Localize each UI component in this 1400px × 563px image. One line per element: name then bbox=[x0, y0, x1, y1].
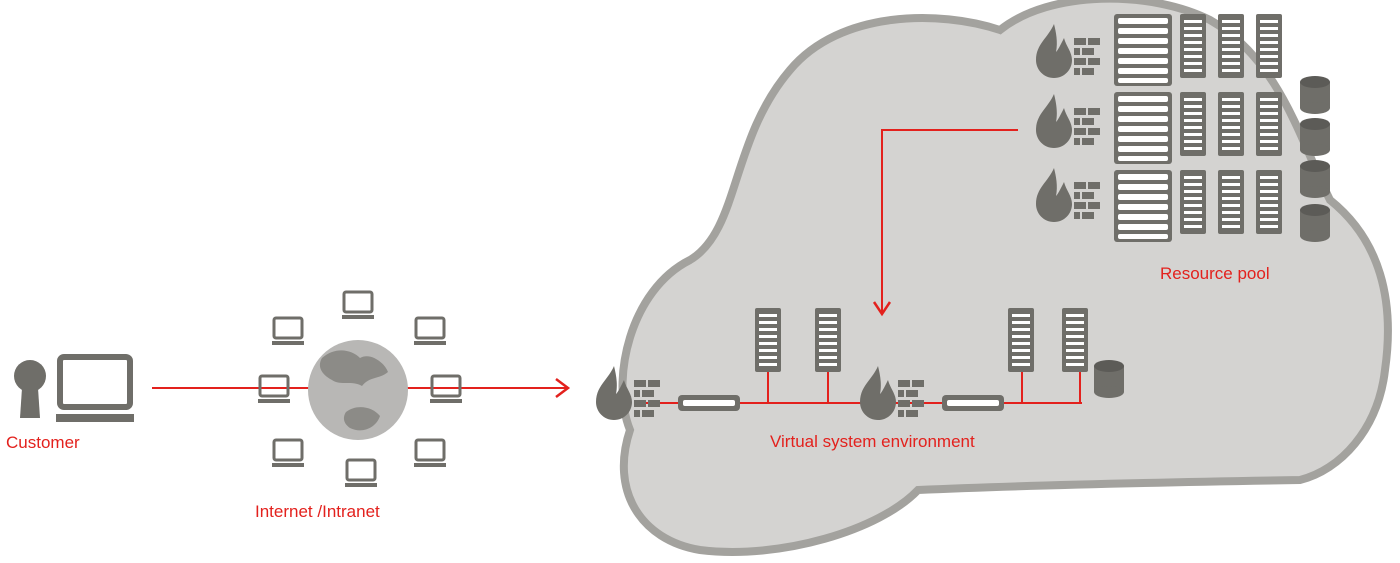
server-icon bbox=[1218, 14, 1244, 78]
database-icon bbox=[1300, 118, 1330, 156]
database-icon bbox=[1300, 204, 1330, 242]
server-icon bbox=[1218, 92, 1244, 156]
server-icon bbox=[755, 308, 781, 372]
database-icon bbox=[1300, 160, 1330, 198]
laptop-icon bbox=[412, 316, 448, 347]
laptop-icon bbox=[428, 374, 464, 405]
resource-pool-label: Resource pool bbox=[1160, 264, 1270, 283]
laptop-icon bbox=[56, 354, 134, 422]
laptop-icon bbox=[340, 290, 376, 321]
globe-icon bbox=[308, 340, 408, 440]
laptop-icon bbox=[412, 438, 448, 469]
cloud-shape bbox=[618, 0, 1392, 556]
rack-server-icon bbox=[1114, 92, 1172, 164]
server-icon bbox=[1180, 170, 1206, 234]
load-balancer-icon bbox=[942, 395, 1004, 411]
provision-arrow bbox=[881, 129, 1018, 312]
network-label: Internet /Intranet bbox=[255, 502, 380, 521]
laptop-icon bbox=[270, 316, 306, 347]
rack-server-icon bbox=[1114, 170, 1172, 242]
customer-label: Customer bbox=[6, 433, 80, 452]
server-icon bbox=[1256, 170, 1282, 234]
virtual-env-label: Virtual system environment bbox=[770, 432, 975, 451]
laptop-icon bbox=[270, 438, 306, 469]
rack-server-icon bbox=[1114, 14, 1172, 86]
laptop-icon bbox=[256, 374, 292, 405]
load-balancer-icon bbox=[678, 395, 740, 411]
server-icon bbox=[815, 308, 841, 372]
server-icon bbox=[1256, 14, 1282, 78]
database-icon bbox=[1300, 76, 1330, 114]
laptop-icon bbox=[343, 458, 379, 489]
server-icon bbox=[1256, 92, 1282, 156]
person-icon bbox=[14, 360, 46, 418]
server-icon bbox=[1180, 14, 1206, 78]
server-icon bbox=[1062, 308, 1088, 372]
server-icon bbox=[1218, 170, 1244, 234]
server-icon bbox=[1180, 92, 1206, 156]
server-icon bbox=[1008, 308, 1034, 372]
database-icon bbox=[1094, 360, 1124, 398]
arrow-head bbox=[555, 378, 571, 398]
arrow-head bbox=[872, 301, 892, 317]
